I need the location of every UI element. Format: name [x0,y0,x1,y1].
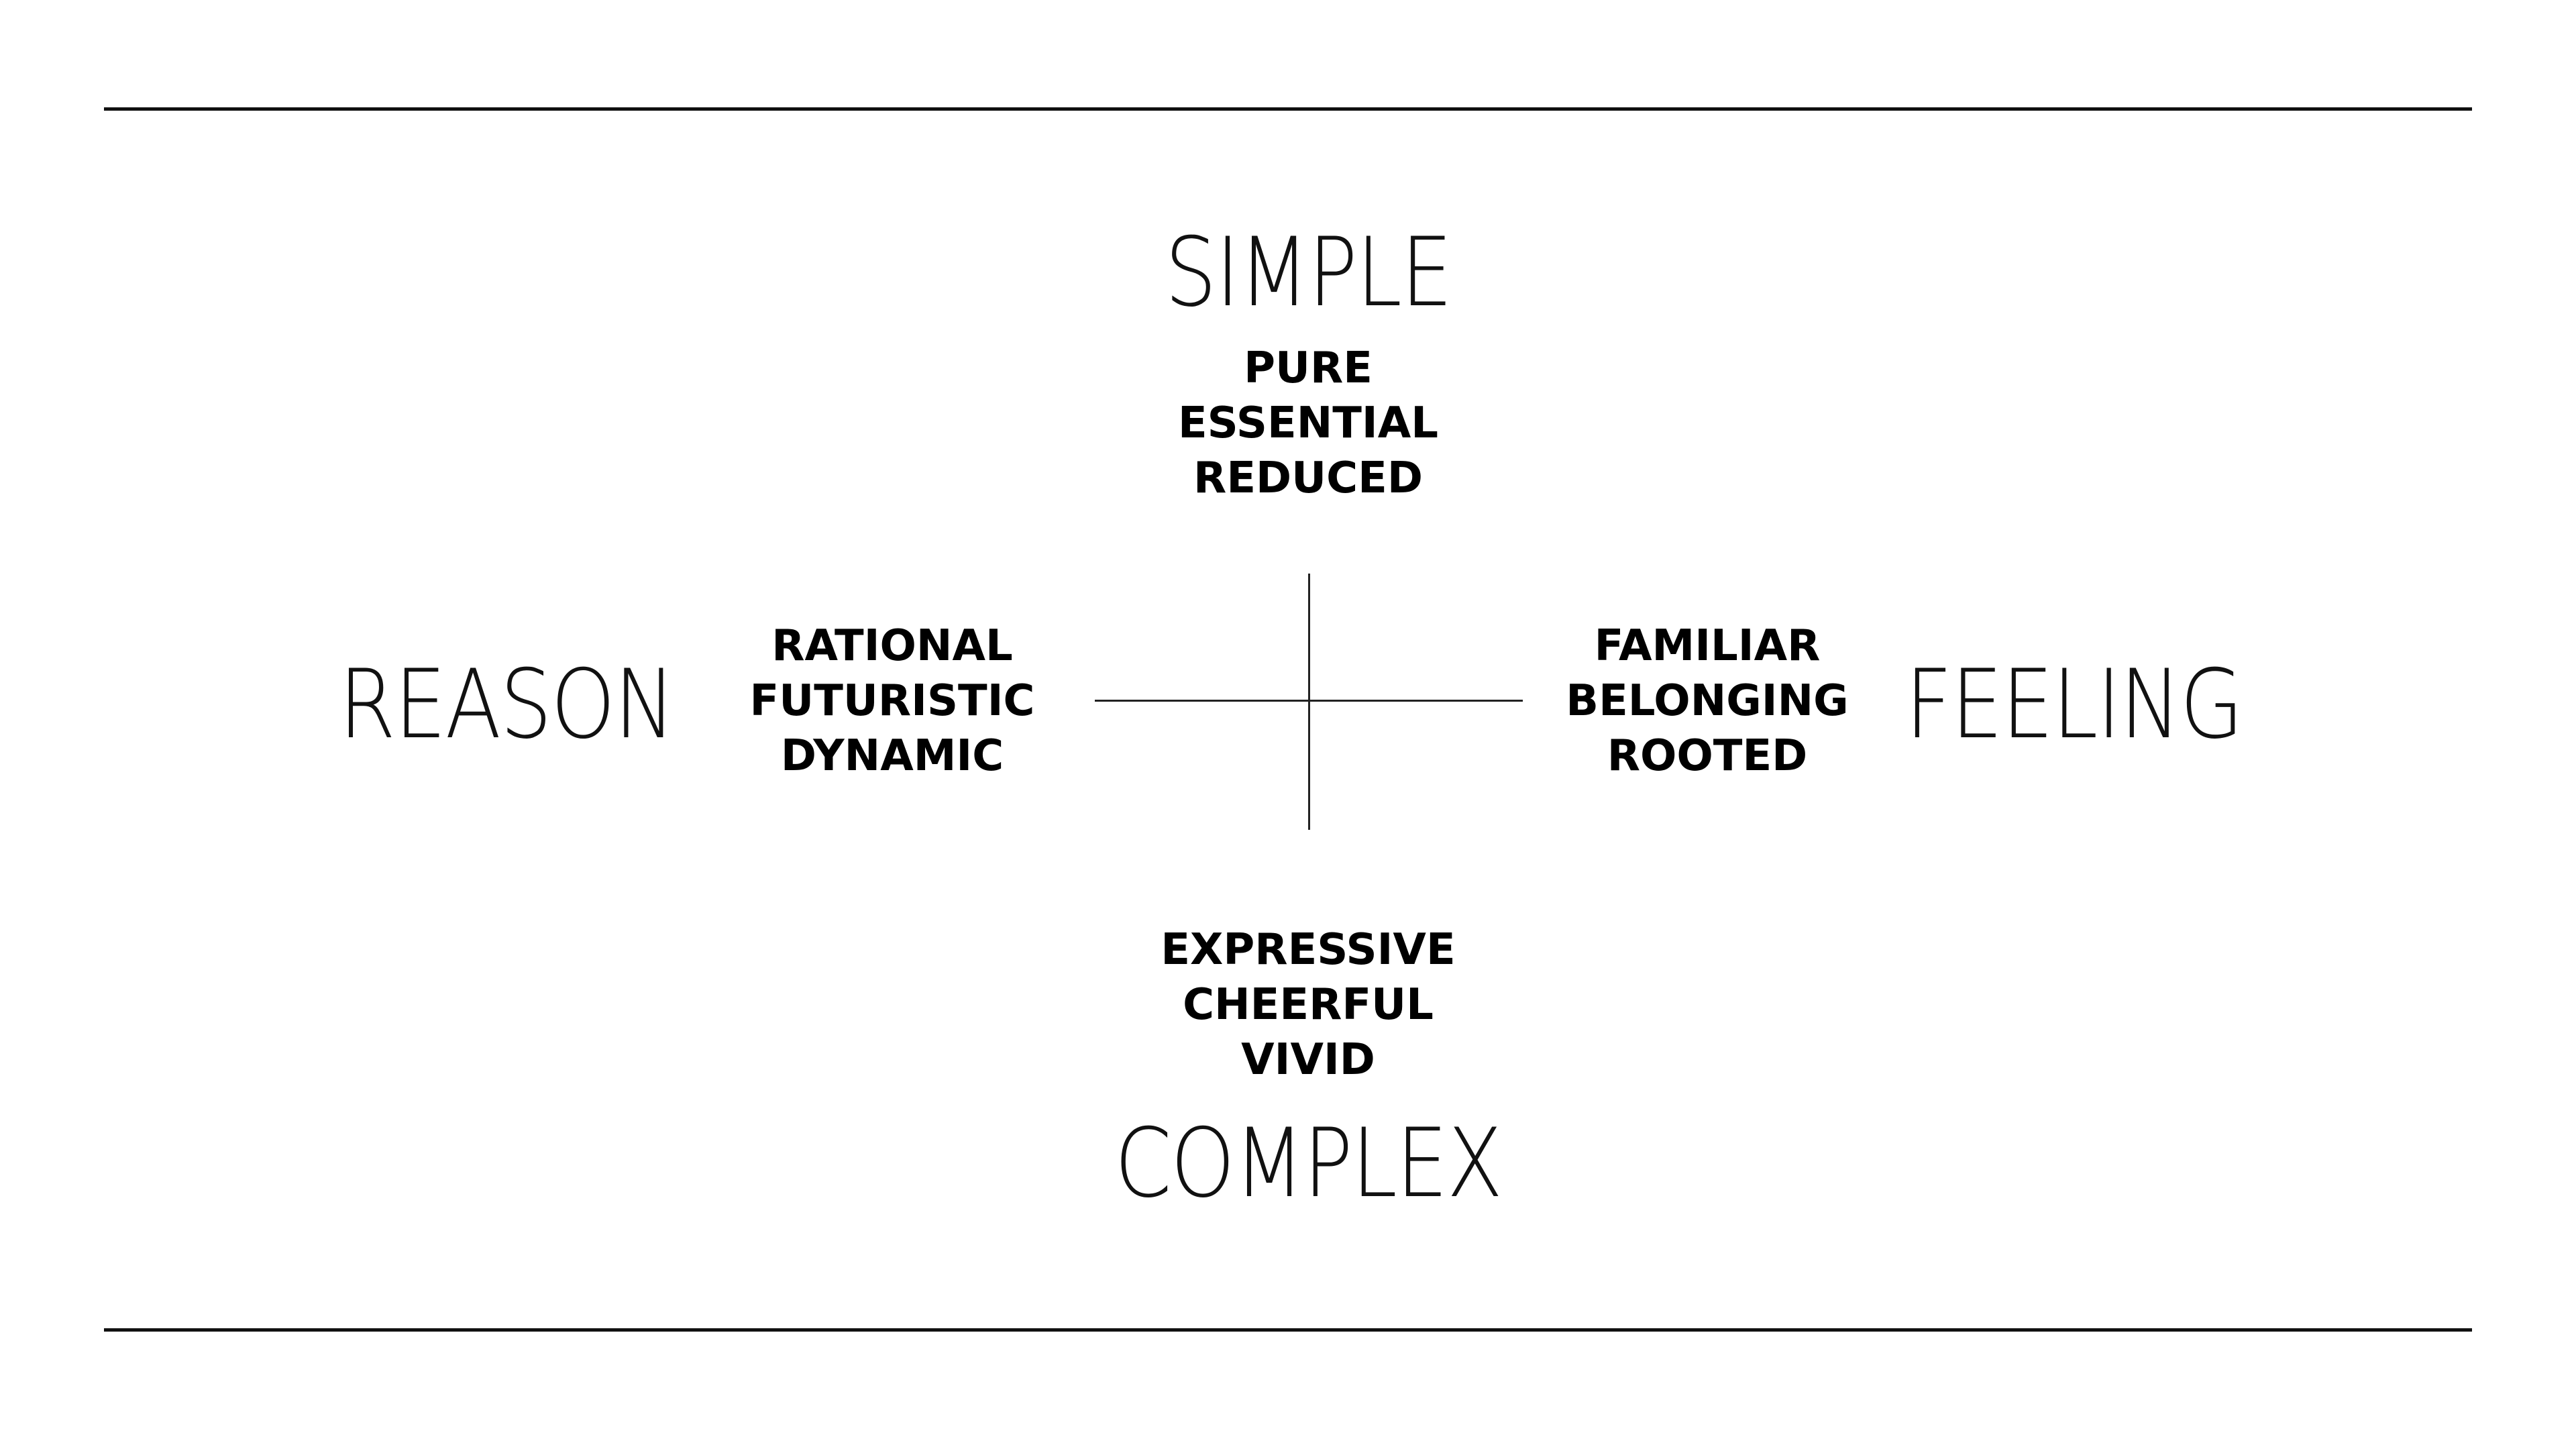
attribute-belonging: BELONGING [1566,676,1849,726]
axis-label-simple: SIMPLE [1165,217,1452,328]
top-divider [104,107,2472,111]
attribute-group-feeling: FAMILIAR BELONGING ROOTED [1566,619,1848,784]
attribute-essential: ESSENTIAL [1177,398,1439,448]
vertical-axis [1308,574,1310,830]
attribute-vivid: VIVID [1241,1035,1375,1085]
axis-label-feeling: FEELING [1905,649,2243,760]
axis-label-complex: COMPLEX [1114,1108,1503,1219]
attribute-group-reason: RATIONAL FUTURISTIC DYNAMIC [750,619,1035,784]
attribute-rational: RATIONAL [771,621,1013,671]
attribute-futuristic: FUTURISTIC [749,676,1035,726]
bottom-divider [104,1328,2472,1332]
attribute-group-complex: EXPRESSIVE CHEERFUL VIVID [1161,922,1455,1087]
attribute-rooted: ROOTED [1607,731,1808,781]
attribute-group-simple: PURE ESSENTIAL REDUCED [1178,341,1438,506]
attribute-cheerful: CHEERFUL [1183,980,1434,1030]
attribute-expressive: EXPRESSIVE [1161,925,1456,975]
attribute-dynamic: DYNAMIC [780,731,1004,781]
axis-label-reason: REASON [339,649,676,760]
attribute-reduced: REDUCED [1193,453,1423,503]
attribute-pure: PURE [1244,343,1373,393]
attribute-familiar: FAMILIAR [1594,621,1821,671]
